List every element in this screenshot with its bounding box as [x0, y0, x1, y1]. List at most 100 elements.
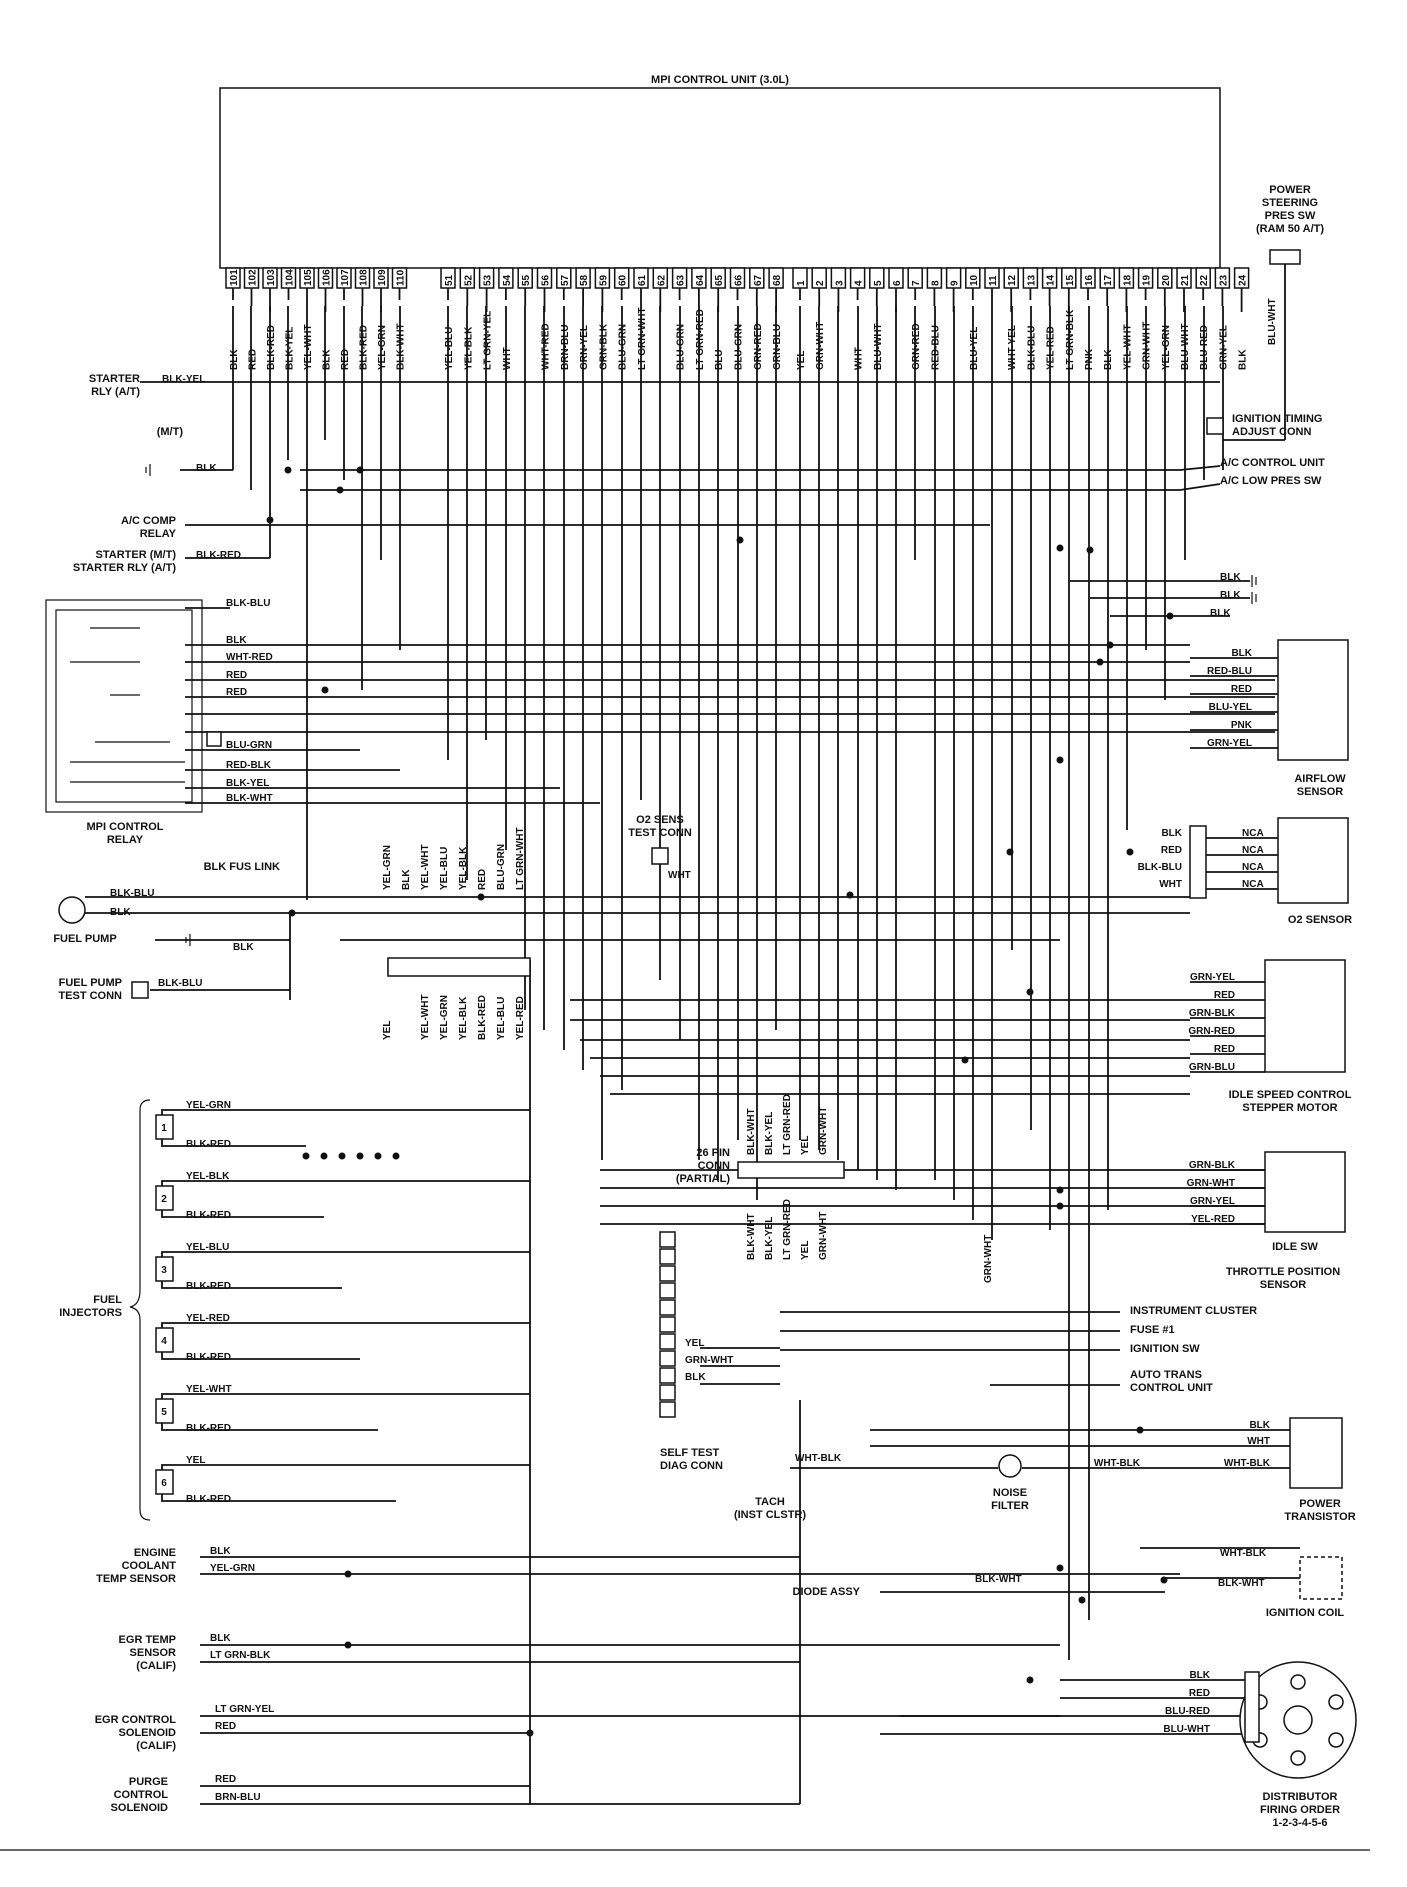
mpi-control-relay: MPI CONTROL RELAY — [45, 599, 203, 846]
ecu-pin-number: 7 — [911, 280, 922, 286]
ecu-pin-number: 15 — [1065, 274, 1076, 286]
self-test-cell — [659, 1316, 676, 1333]
egr-ctl-wire-1: LT GRN-YEL — [215, 1704, 274, 1715]
ecu-pin-wire: BLK-YEL — [285, 327, 296, 370]
isc-wire-label: GRN-RED — [1188, 1026, 1235, 1037]
dist-label-2: FIRING ORDER — [1260, 1804, 1340, 1816]
connector-wire-label: BLK-RED — [477, 995, 488, 1040]
ac-low-label: A/C LOW PRES SW — [1220, 475, 1322, 487]
wire — [161, 1109, 530, 1115]
egr-temp-label-2: SENSOR — [130, 1647, 177, 1659]
junction-dot — [1056, 1202, 1064, 1210]
ecu-pin-wire: LT GRN-WHT — [637, 307, 648, 370]
distributor-terminal — [1328, 1732, 1344, 1748]
self-test-label-2: DIAG CONN — [660, 1460, 723, 1472]
ecu-pin-number: 18 — [1122, 274, 1133, 286]
ecu-pin-number: 105 — [303, 269, 314, 286]
junction-dot — [1160, 1576, 1168, 1584]
junction-dot — [1056, 1186, 1064, 1194]
wire — [1179, 483, 1221, 491]
blk-ground-label: BLK — [196, 463, 217, 474]
ecu-pin-number: 10 — [969, 274, 980, 286]
pt-wire-label: BLK — [1249, 1420, 1270, 1431]
injector-power-wire: BLK-RED — [186, 1210, 231, 1221]
relay-wire-label: BLU-GRN — [226, 740, 272, 751]
fuel-pump-wire-1: BLK-BLU — [110, 888, 154, 899]
self-test-cell — [659, 1333, 676, 1350]
distributor-wire-label: BLK — [1189, 1670, 1210, 1681]
power-transistor-box — [1289, 1417, 1343, 1489]
ecu-pin-number: 13 — [1026, 274, 1037, 286]
mid-vertical-label: YEL-WHT — [420, 844, 431, 890]
injector-signal-wire: YEL-BLU — [186, 1242, 229, 1253]
to-ignition-sw: IGNITION SW — [1130, 1343, 1200, 1355]
junction-dot — [392, 1152, 400, 1160]
conn26-bottom-label: LT GRN-RED — [782, 1199, 793, 1260]
junction-dot — [1086, 546, 1094, 554]
ecu-pin-wire: GRN-RED — [753, 323, 764, 370]
ecu-pin-number: 59 — [598, 274, 609, 286]
injector-signal-wire: YEL-WHT — [186, 1384, 232, 1395]
dist-label-1: DISTRIBUTOR — [1263, 1791, 1338, 1803]
conn26-top-label: YEL — [800, 1136, 811, 1155]
diode-wire: BLK-WHT — [975, 1574, 1022, 1585]
mid-vertical-label: YEL-BLK — [458, 846, 469, 890]
ecu-pin-wire: BLU-WHT — [873, 323, 884, 370]
o2-test-connector: O2 SENS TEST CONN WHT — [628, 814, 692, 881]
injector-number: 5 — [161, 1407, 167, 1418]
ecu-pin-number: 66 — [734, 274, 745, 286]
ecu-pin-wire: YEL-RED — [1046, 326, 1057, 370]
purge-label-1: PURGE — [129, 1776, 168, 1788]
junction-dot — [266, 516, 274, 524]
conn26-top-label: GRN-WHT — [818, 1107, 829, 1155]
ecu-pin-number: 101 — [229, 269, 240, 286]
self-test-cell — [659, 1265, 676, 1282]
ecu-pin-number: 67 — [753, 274, 764, 286]
mt-label: (M/T) — [157, 426, 184, 438]
ecu-pin-number: 102 — [248, 269, 259, 286]
wire — [1251, 592, 1257, 604]
ecu-pin-wire: BLK-RED — [266, 325, 277, 370]
egr-control-solenoid: EGR CONTROL SOLENOID (CALIF) LT GRN-YEL … — [95, 1704, 275, 1752]
junction-dot — [1026, 1676, 1034, 1684]
fp-test-conn — [131, 981, 149, 999]
wire — [1179, 465, 1221, 471]
junction-dot — [1096, 658, 1104, 666]
isc-wire-label: RED — [1214, 990, 1235, 1001]
ecu-pin-wire: GRN-YEL — [579, 325, 590, 370]
ecu-pin-wire: YEL-GRN — [377, 325, 388, 370]
power-steering-switch: POWER STEERING PRES SW (RAM 50 A/T) BLU-… — [1256, 184, 1324, 345]
junction-dot — [1136, 1426, 1144, 1434]
ecu-pin-number: 6 — [892, 280, 903, 286]
pt-wire-label: WHT — [1247, 1436, 1270, 1447]
conn26-label-1: 26 PIN — [696, 1147, 730, 1159]
ecu-pin-wire: LT GRN-RED — [695, 309, 706, 370]
junction-dot — [356, 1152, 364, 1160]
ecu-pin-number: 108 — [359, 269, 370, 286]
wire — [161, 1423, 378, 1431]
coil-wire-2: BLK-WHT — [1218, 1578, 1265, 1589]
relay-label-2: RELAY — [107, 834, 144, 846]
conn26-bottom-label: BLK-WHT — [746, 1213, 757, 1260]
fp-test-wire: BLK-BLU — [158, 978, 202, 989]
conn26-top-label: LT GRN-RED — [782, 1094, 793, 1155]
tps-wire-label: YEL-RED — [1191, 1214, 1235, 1225]
o2-connector — [1189, 825, 1207, 899]
ground-right-1: BLK — [1220, 572, 1241, 583]
ac-comp-label-1: A/C COMP — [121, 515, 176, 527]
wire — [161, 1251, 530, 1257]
noise-filter-symbol — [998, 1454, 1022, 1478]
airflow-wire-label: BLU-YEL — [1209, 702, 1252, 713]
junction-dot — [477, 893, 485, 901]
ecu-pin-wire: GRN-WHT — [1142, 322, 1153, 370]
ecu-pin-wire: YEL-GRN — [1161, 325, 1172, 370]
relay-x-terminal — [206, 731, 222, 747]
ecu-pin-wire: GRN-BLU — [772, 324, 783, 370]
conn26-label-2: CONN — [698, 1160, 730, 1172]
pt-label-1: POWER — [1299, 1498, 1341, 1510]
